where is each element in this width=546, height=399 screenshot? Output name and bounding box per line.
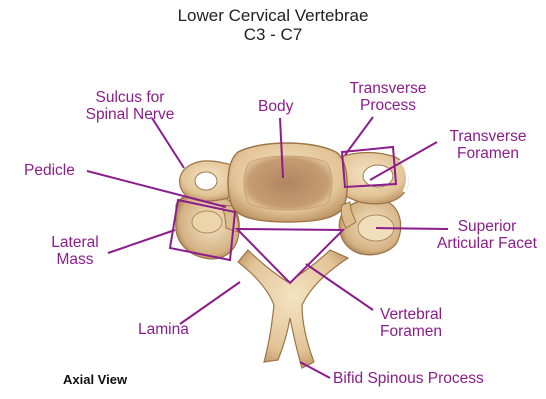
- label-pedicle: Pedicle: [24, 162, 75, 179]
- label-transverse-foramen-line2: Foramen: [438, 145, 538, 162]
- label-lamina: Lamina: [138, 321, 189, 338]
- label-sulcus-line2: Spinal Nerve: [75, 106, 185, 123]
- label-vertebral-foramen: Vertebral Foramen: [366, 306, 456, 340]
- label-lateral-mass-line1: Lateral: [40, 234, 110, 251]
- leader-sulcus: [152, 118, 184, 168]
- label-lateral-mass: Lateral Mass: [40, 234, 110, 268]
- label-body: Body: [258, 98, 293, 115]
- label-transverse-foramen-line1: Transverse: [438, 128, 538, 145]
- label-transverse-process-line1: Transverse: [333, 80, 443, 97]
- label-sulcus-line1: Sulcus for: [75, 89, 185, 106]
- label-superior-facet-line2: Articular Facet: [428, 235, 546, 252]
- leader-bifid-spinous: [300, 362, 330, 378]
- label-superior-facet: Superior Articular Facet: [428, 218, 546, 252]
- label-lateral-mass-line2: Mass: [40, 251, 110, 268]
- label-vertebral-foramen-line1: Vertebral: [366, 306, 456, 323]
- leader-lateral-mass: [108, 230, 175, 253]
- label-vertebral-foramen-line2: Foramen: [366, 323, 456, 340]
- leader-vertebral-foramen: [306, 264, 373, 310]
- label-transverse-process: Transverse Process: [333, 80, 443, 114]
- label-superior-facet-line1: Superior: [428, 218, 546, 235]
- label-bifid-spinous: Bifid Spinous Process: [333, 370, 484, 387]
- label-transverse-process-line2: Process: [333, 97, 443, 114]
- view-label: Axial View: [63, 372, 127, 387]
- label-transverse-foramen: Transverse Foramen: [438, 128, 538, 162]
- label-sulcus: Sulcus for Spinal Nerve: [75, 89, 185, 123]
- leader-lamina: [180, 282, 240, 324]
